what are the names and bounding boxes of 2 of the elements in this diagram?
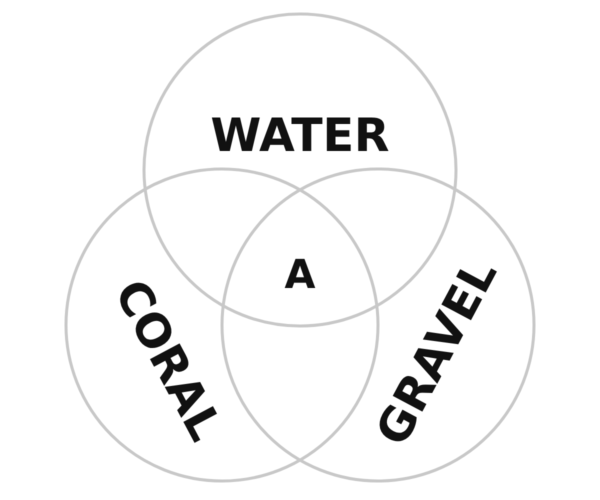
set-label: WATER (210, 112, 390, 158)
region-label: A (284, 255, 316, 295)
